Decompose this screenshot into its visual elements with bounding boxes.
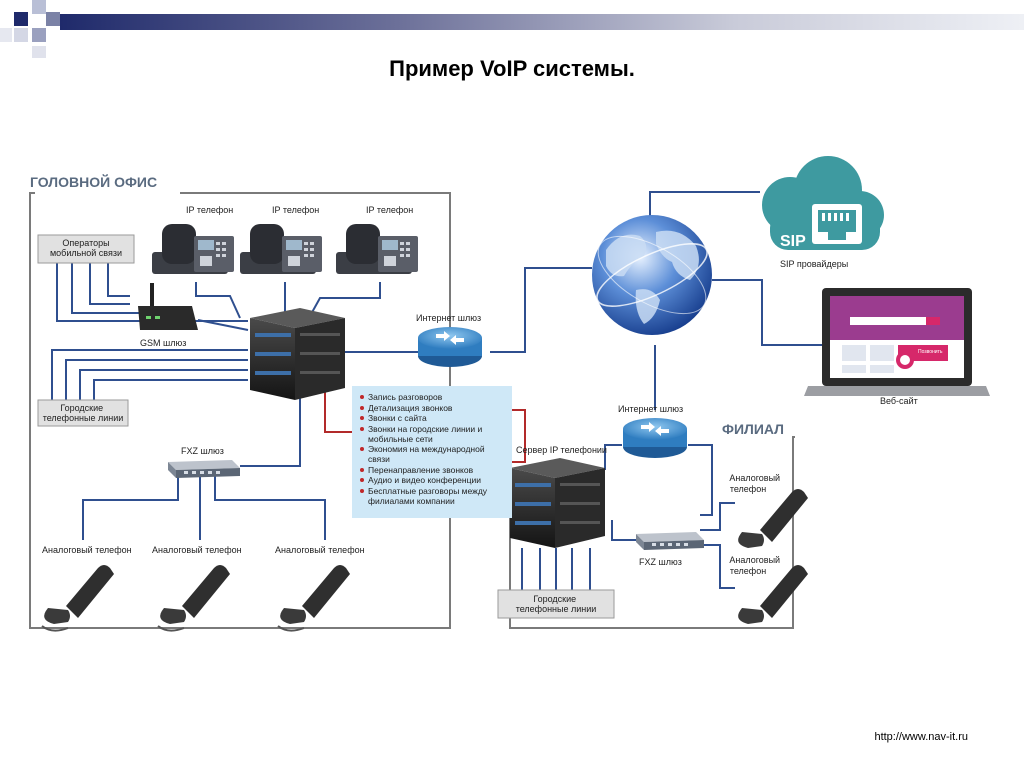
branch-label: ФИЛИАЛ	[722, 421, 784, 437]
router-icon	[418, 327, 482, 367]
branch-internet-gateway-label: Интернет шлюз	[618, 404, 683, 414]
laptop-icon	[804, 288, 990, 396]
branch-analog-phone-label: Аналоговый телефон	[729, 473, 782, 494]
ip-phone-icon	[240, 224, 322, 274]
website-label: Веб-сайт	[880, 396, 918, 406]
analog-phone-icon	[738, 565, 808, 624]
gsm-gateway-label: GSM шлюз	[140, 338, 186, 348]
feature-item: Бесплатные разговоры между филиалами ком…	[360, 486, 508, 506]
head-office-frame	[29, 192, 451, 629]
branch-server-icon	[510, 458, 605, 548]
internet-globe-icon	[592, 215, 712, 335]
branch-frame	[509, 436, 795, 629]
branch-city-lines-box	[497, 589, 615, 619]
analog-phone-icon	[157, 565, 230, 632]
ip-phone-icon	[336, 224, 418, 274]
sip-providers-label: SIP провайдеры	[780, 259, 848, 269]
mobile-operators-label: Операторы	[62, 238, 109, 248]
branch-city-lines-label: Городские телефонные линии	[516, 594, 597, 614]
website-call-text: Позвонить	[918, 349, 943, 355]
connection-lines	[51, 191, 822, 590]
title-bar-stripe	[60, 14, 1024, 30]
ip-phone-label: IP телефон	[272, 205, 319, 215]
branch-analog-phone-group	[738, 489, 808, 624]
analog-phone-group	[41, 565, 350, 632]
feature-item: Звонки с сайта	[360, 413, 508, 423]
city-lines-box	[37, 399, 129, 427]
analog-phone-label: Аналоговый телефон	[275, 545, 365, 555]
highlight-lines	[324, 388, 526, 463]
city-lines-label: Городские телефонные линии	[43, 403, 124, 423]
feature-item: Аудио и видео конференции	[360, 475, 508, 485]
ip-phone-label: IP телефон	[186, 205, 233, 215]
slide-title: Пример VoIP системы.	[389, 56, 635, 81]
internet-gateway-label: Интернет шлюз	[416, 313, 481, 323]
fxz-gateway-icon	[168, 460, 240, 478]
ip-phone-group	[152, 224, 418, 274]
branch-fxz-gateway-label: FXZ шлюз	[639, 557, 682, 567]
hq-server-icon	[250, 308, 345, 400]
feature-item: Запись разговоров	[360, 392, 508, 402]
sip-cloud-icon	[762, 156, 884, 250]
branch-fxz-gateway-icon	[636, 532, 704, 550]
analog-phone-icon	[41, 565, 114, 632]
footer-url[interactable]: http://www.nav-it.ru	[874, 731, 968, 743]
mobile-operators-label: мобильной связи	[50, 248, 122, 258]
analog-phone-label: Аналоговый телефон	[42, 545, 132, 555]
analog-phone-icon	[277, 565, 350, 632]
feature-item: Экономия на международной связи	[360, 444, 508, 464]
branch-analog-phone-label: Аналоговый телефон	[729, 555, 782, 576]
sip-badge: SIP	[780, 233, 806, 250]
analog-phone-label: Аналоговый телефон	[152, 545, 242, 555]
feature-item: Звонки на городские линии и мобильные се…	[360, 424, 508, 444]
mobile-operators-box: Операторы	[37, 234, 135, 264]
head-office-label: ГОЛОВНОЙ ОФИС	[30, 173, 157, 190]
feature-item: Перенаправление звонков	[360, 465, 508, 475]
fxz-gateway-label: FXZ шлюз	[181, 446, 224, 456]
branch-server-label: Сервер IP телефонии	[516, 445, 607, 455]
ip-phone-icon	[152, 224, 234, 274]
router-icon	[623, 418, 687, 458]
analog-phone-icon	[738, 489, 808, 548]
feature-item: Детализация звонков	[360, 403, 508, 413]
ip-phone-label: IP телефон	[366, 205, 413, 215]
gsm-gateway-icon	[138, 283, 198, 330]
